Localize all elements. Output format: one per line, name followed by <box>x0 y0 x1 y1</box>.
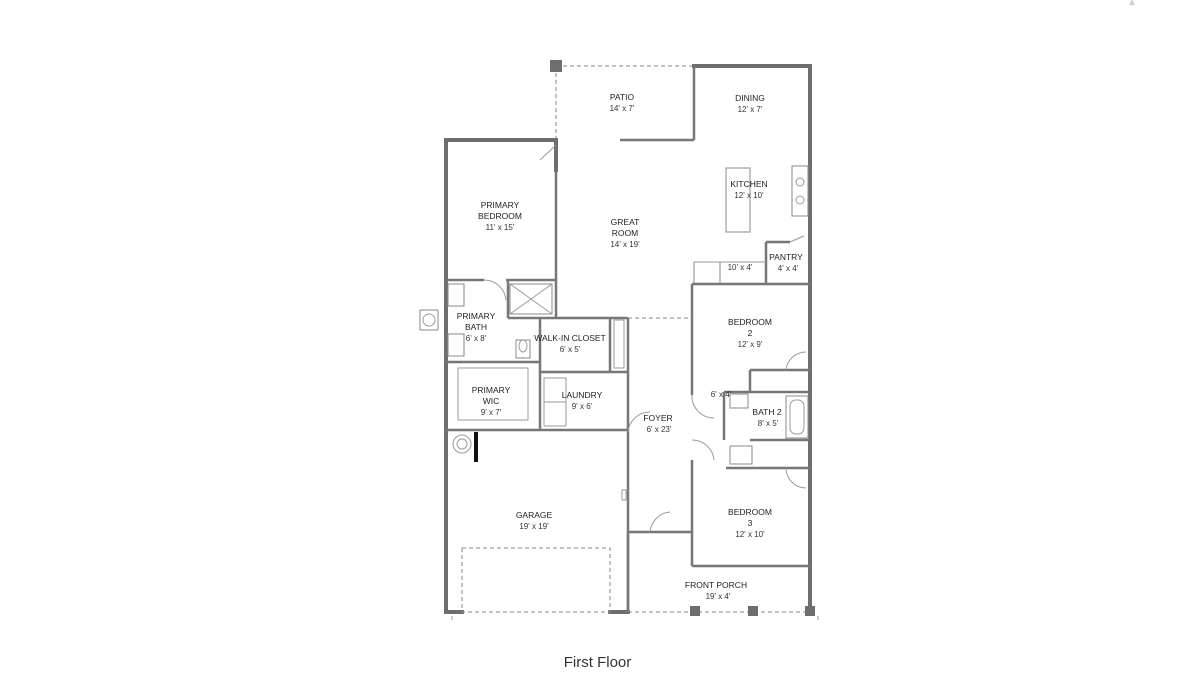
floor-label: First Floor <box>563 654 632 671</box>
room-dim-nook: 10' x 4' <box>728 263 753 272</box>
primary-suite-walls <box>419 280 630 612</box>
room-name-bedroom3-2: 3 <box>748 518 753 528</box>
room-dim-primary-bedroom: 11' x 15' <box>486 223 515 232</box>
room-dim-garage: 19' x 19' <box>519 522 549 531</box>
room-dim-dining: 12' x 7' <box>738 105 763 114</box>
room-name-bath2: BATH 2 <box>752 407 781 417</box>
room-name-bedroom2-2: 2 <box>748 328 753 338</box>
room-dim-primary-wic: 9' x 7' <box>481 408 502 417</box>
room-dim-pantry: 4' x 4' <box>778 264 799 273</box>
room-name-front-porch: FRONT PORCH <box>685 580 747 590</box>
room-dim-walkin-closet: 6' x 5' <box>560 345 581 354</box>
front-porch-area <box>451 606 819 620</box>
patio-area <box>550 60 696 142</box>
corner-decoration: ▲ <box>1127 0 1137 8</box>
room-dim-hall-closet: 6' x 4' <box>711 390 732 399</box>
room-name-primary-wic-1: PRIMARY <box>472 385 511 395</box>
room-name-bedroom3-1: BEDROOM <box>728 507 772 517</box>
room-dim-primary-bath: 6' x 8' <box>466 334 487 343</box>
room-dim-great-room: 14' x 19' <box>610 240 640 249</box>
room-name-laundry: LAUNDRY <box>562 390 603 400</box>
room-dim-front-porch: 19' x 4' <box>706 592 731 601</box>
room-name-garage: GARAGE <box>516 510 553 520</box>
primary-bedroom-walls <box>446 144 558 318</box>
room-name-primary-bath-2: BATH <box>465 322 487 332</box>
room-name-kitchen: KITCHEN <box>730 179 767 189</box>
room-name-primary-bedroom-1: PRIMARY <box>481 200 520 210</box>
porch-post <box>805 606 815 616</box>
room-dim-bedroom3: 12' x 10' <box>735 530 765 539</box>
room-dim-bath2: 8' x 5' <box>758 419 779 428</box>
room-name-primary-bedroom-2: BEDROOM <box>478 211 522 221</box>
room-name-bedroom2-1: BEDROOM <box>728 317 772 327</box>
room-name-primary-bath-1: PRIMARY <box>457 311 496 321</box>
room-dim-patio: 14' x 7' <box>610 104 635 113</box>
patio-post <box>550 60 562 72</box>
room-name-walkin-closet: WALK-IN CLOSET <box>534 333 605 343</box>
room-name-patio: PATIO <box>610 92 635 102</box>
room-name-great-room-2: ROOM <box>612 228 638 238</box>
room-dim-laundry: 9' x 6' <box>572 402 593 411</box>
garage-details <box>452 432 627 613</box>
room-dim-foyer: 6' x 23' <box>647 425 672 434</box>
room-name-pantry: PANTRY <box>769 252 803 262</box>
kitchen-walls <box>693 165 809 285</box>
room-name-dining: DINING <box>735 93 765 103</box>
room-name-primary-wic-2: WIC <box>483 396 500 406</box>
room-name-great-room-1: GREAT <box>611 217 640 227</box>
room-dim-bedroom2: 12' x 9' <box>738 340 763 349</box>
room-dim-kitchen: 12' x 10' <box>734 191 764 200</box>
porch-post <box>690 606 700 616</box>
bedroom-wing-walls <box>627 282 810 568</box>
porch-post <box>748 606 758 616</box>
room-name-foyer: FOYER <box>643 413 672 423</box>
